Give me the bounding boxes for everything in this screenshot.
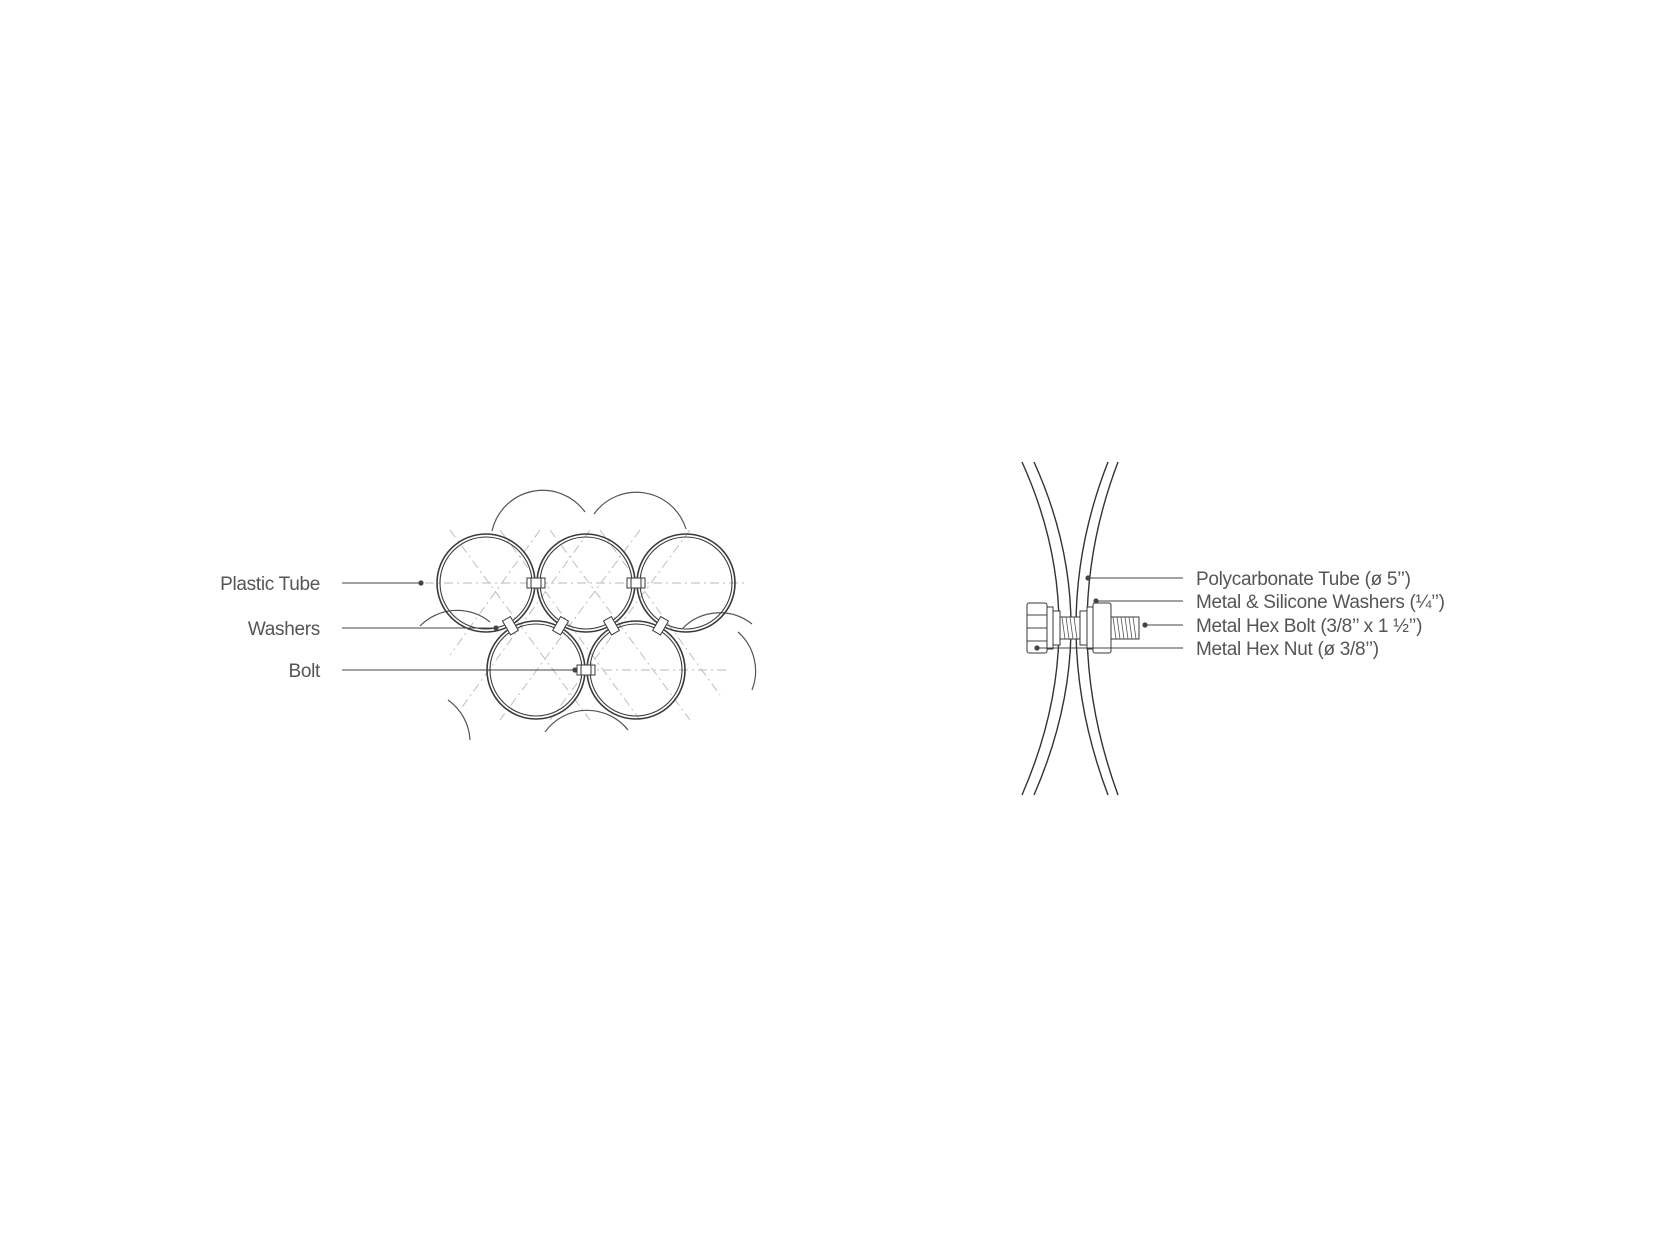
label-bolt-text: Bolt [288, 661, 321, 682]
label-metal-silicone-washers: Metal & Silicone Washers (¼’’) [1093, 592, 1445, 613]
label-washers: Washers [248, 619, 499, 640]
label-metal-silicone-washers-text: Metal & Silicone Washers (¼’’) [1196, 592, 1445, 613]
label-metal-hex-bolt-text: Metal Hex Bolt (3/8’’ x 1 ½’’) [1196, 616, 1422, 637]
tube-cluster-diagram: Plastic Tube Washers Bolt [220, 489, 757, 741]
construction-grid [425, 529, 745, 721]
bolt-threads [1061, 616, 1137, 640]
bolt-connector [501, 615, 520, 636]
label-washers-text: Washers [248, 619, 320, 640]
label-plastic-tube-text: Plastic Tube [220, 574, 320, 595]
bolt-connector [526, 577, 546, 589]
label-metal-hex-bolt: Metal Hex Bolt (3/8’’ x 1 ½’’) [1142, 616, 1422, 637]
partial-tubes [419, 489, 757, 741]
bolt-detail-diagram: Polycarbonate Tube (ø 5’’) Metal & Silic… [1021, 461, 1445, 796]
washers [1046, 602, 1112, 654]
bolt-connector [626, 577, 646, 589]
bolt-connectors [501, 577, 670, 676]
hex-nut [1026, 602, 1048, 654]
bolt-connector [602, 615, 621, 636]
hex-bolt [1059, 616, 1140, 640]
bolt-connector [551, 615, 570, 636]
label-polycarbonate-tube: Polycarbonate Tube (ø 5’’) [1085, 569, 1411, 590]
label-bolt: Bolt [288, 661, 578, 682]
bolt-connector [576, 664, 596, 676]
bolt-connector [651, 615, 670, 636]
label-metal-hex-nut-text: Metal Hex Nut (ø 3/8’’) [1196, 639, 1379, 660]
label-metal-hex-nut: Metal Hex Nut (ø 3/8’’) [1034, 639, 1379, 660]
label-polycarbonate-tube-text: Polycarbonate Tube (ø 5’’) [1196, 569, 1411, 590]
label-plastic-tube: Plastic Tube [220, 574, 424, 595]
